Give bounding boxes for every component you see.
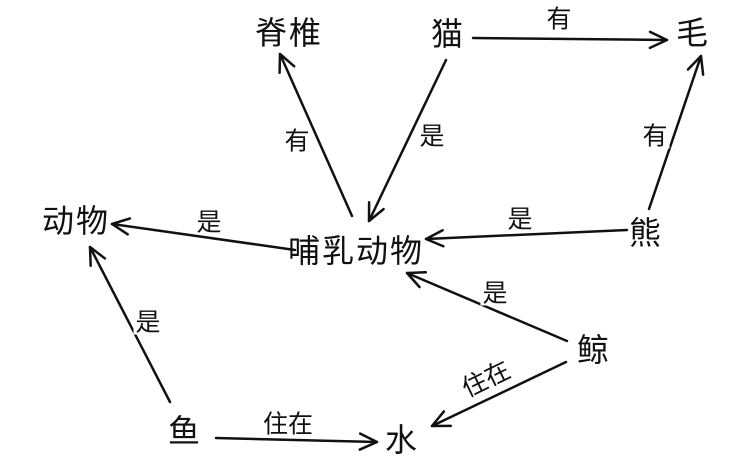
edge-bear-fur-line	[647, 54, 705, 211]
edge-fish-animal-line	[88, 245, 172, 404]
edge-whale-mammal-line	[405, 271, 569, 343]
edge-cat-mammal-line	[367, 58, 448, 223]
edge-mammal-spine-line	[278, 52, 354, 218]
edge-whale-mammal-label: 是	[480, 278, 510, 308]
edge-cat-fur-label: 有	[544, 4, 574, 34]
node-fur: 毛	[675, 14, 711, 52]
edge-fish-water-line	[214, 432, 379, 451]
node-mammal: 哺乳动物	[287, 232, 425, 270]
edge-bear-fur-label: 有	[640, 121, 670, 151]
edge-bear-mammal-label: 是	[505, 204, 535, 234]
node-cat: 猫	[430, 15, 466, 53]
edge-bear-mammal-line	[424, 228, 629, 248]
edge-mammal-animal-line	[110, 217, 297, 252]
node-spine: 脊椎	[254, 14, 324, 52]
node-fish: 鱼	[167, 412, 203, 450]
edge-fish-water-label: 住在	[260, 409, 316, 439]
edge-cat-mammal-label: 是	[417, 121, 447, 151]
node-whale: 鲸	[576, 331, 612, 369]
edge-fish-animal-label: 是	[133, 307, 163, 337]
node-bear: 熊	[628, 214, 664, 252]
node-animal: 动物	[41, 202, 111, 240]
edge-mammal-animal-label: 是	[194, 207, 224, 237]
edge-mammal-spine-label: 有	[282, 126, 312, 156]
edge-cat-fur-line	[471, 30, 669, 50]
edge-whale-water-line	[430, 360, 568, 428]
node-water: 水	[384, 421, 420, 459]
